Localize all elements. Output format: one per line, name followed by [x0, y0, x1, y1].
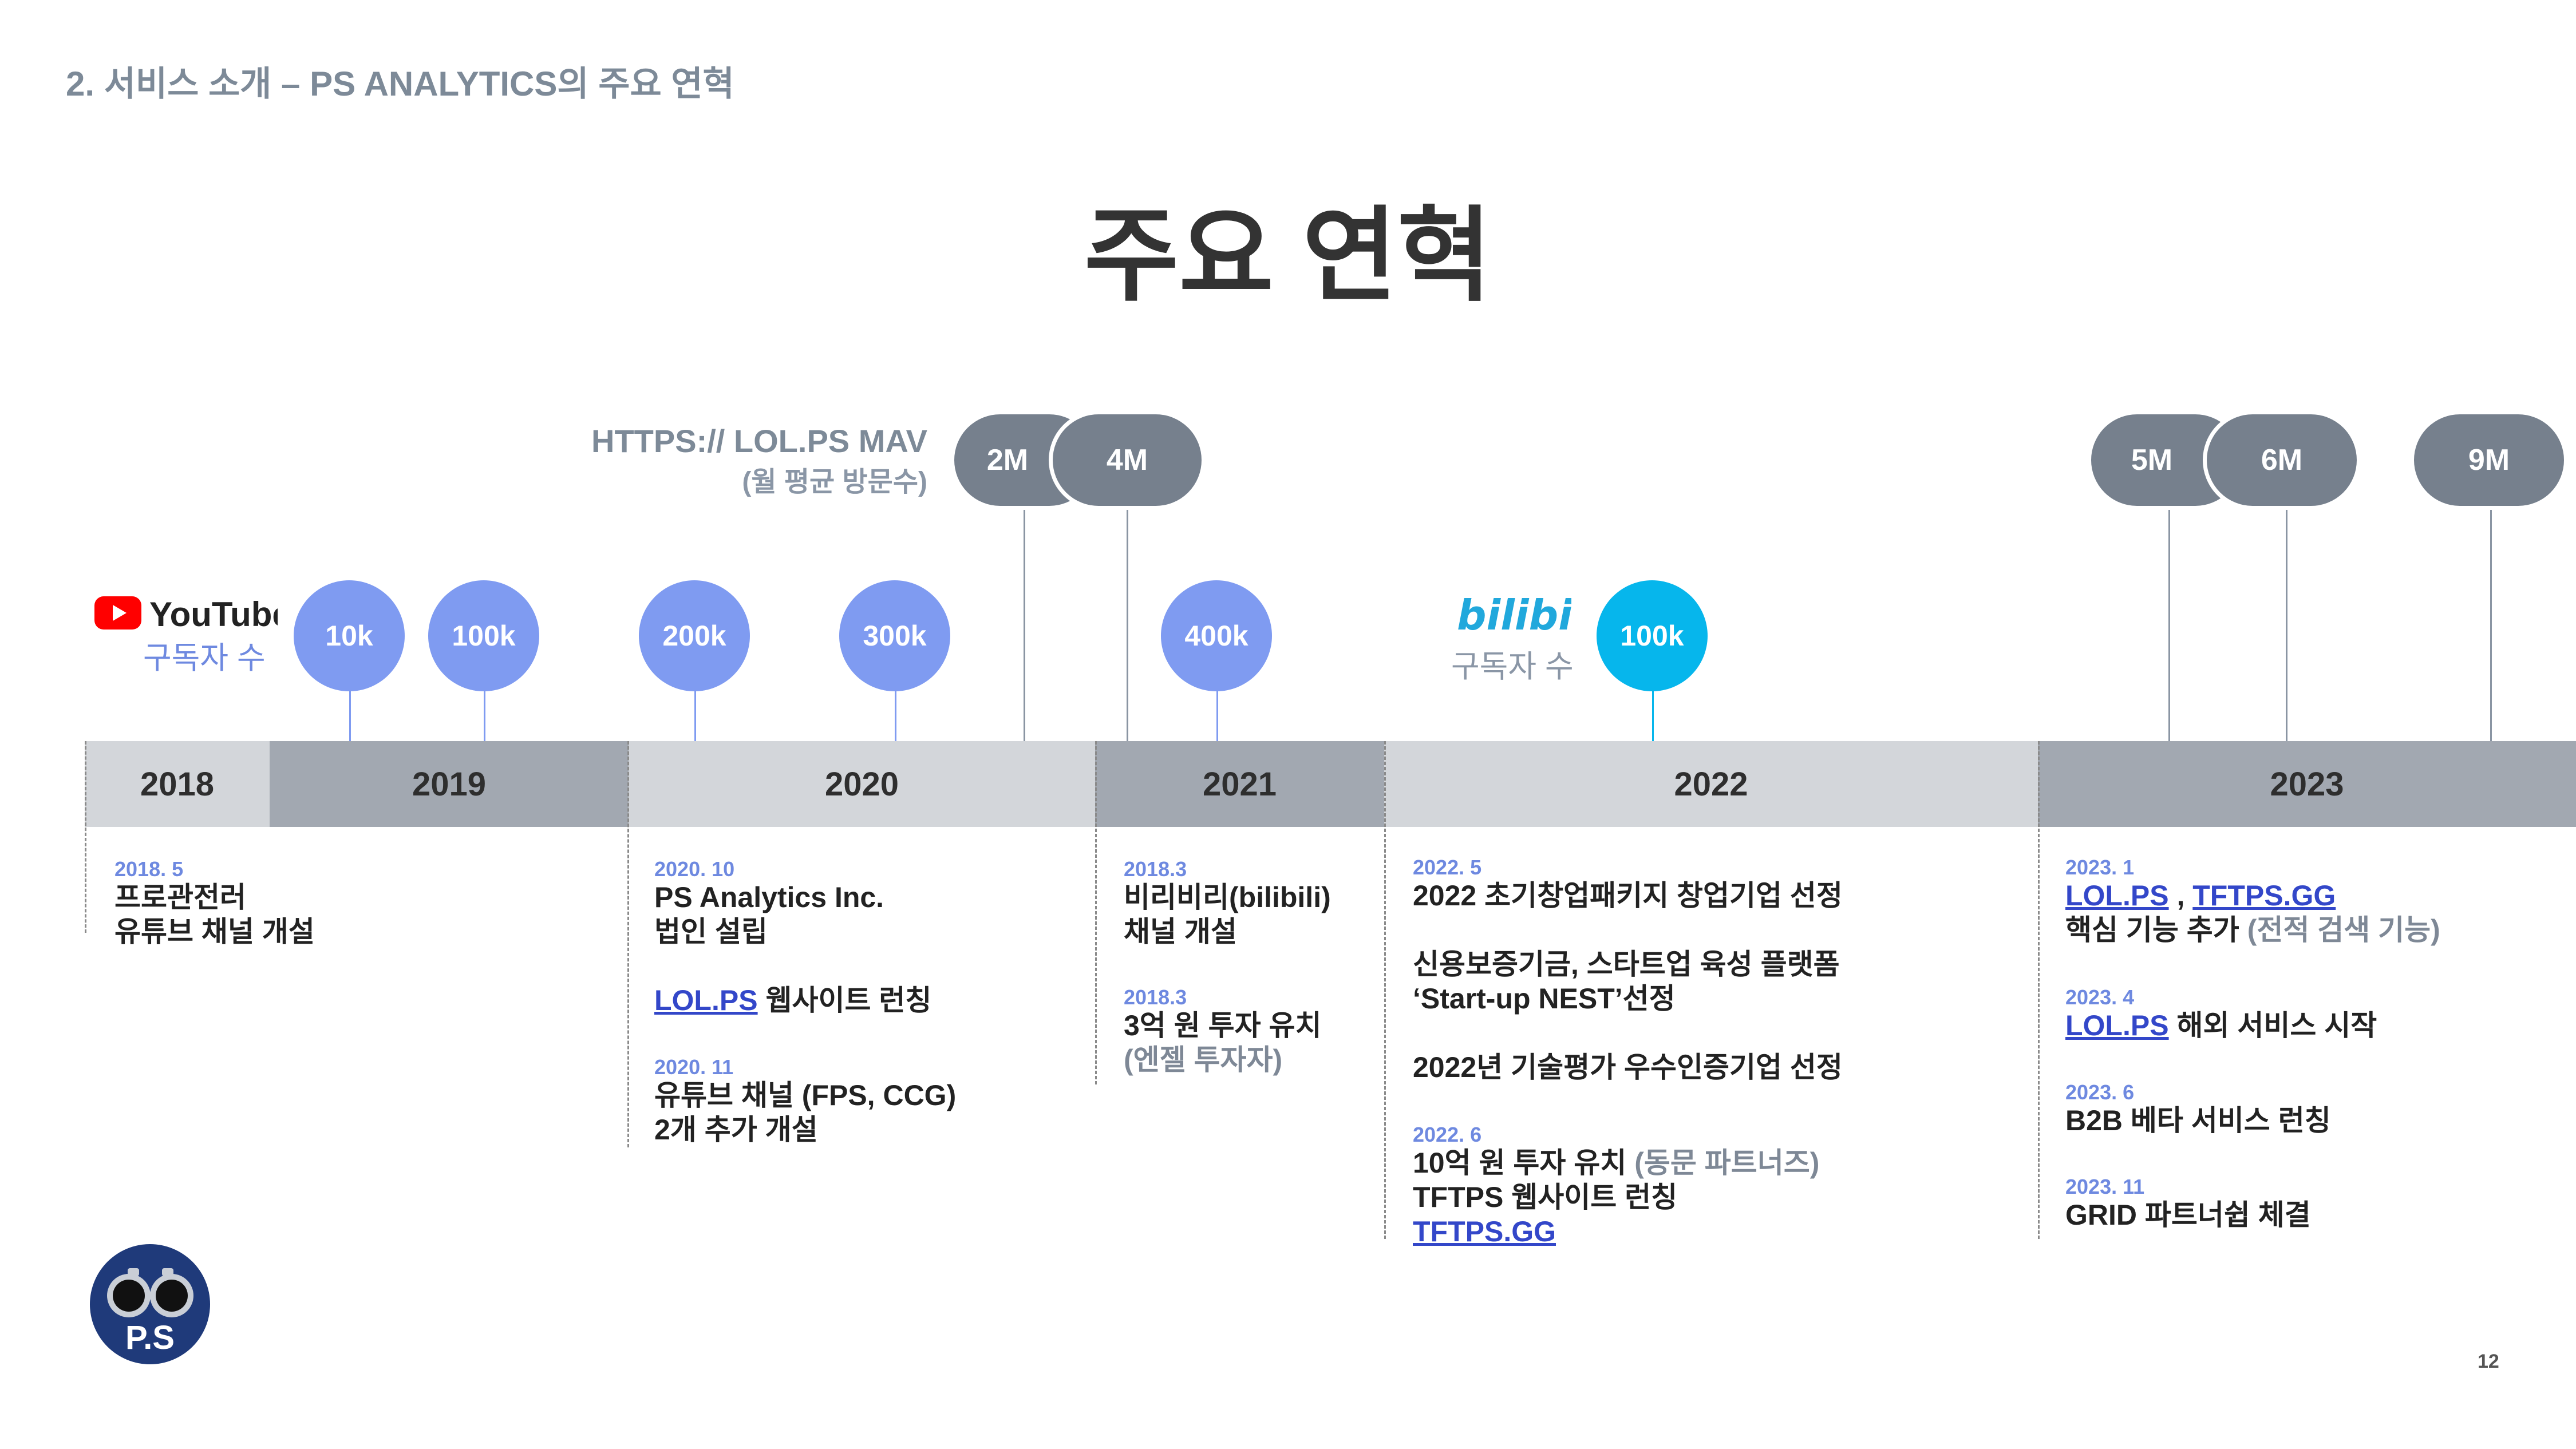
marker-stem	[349, 664, 351, 741]
year-2023: 2023	[2038, 741, 2576, 827]
mav-title: HTTPS:// LOL.PS MAV	[591, 423, 927, 459]
event-text: GRID 파트너쉽 체결	[2065, 1199, 2311, 1231]
marker-stem	[2490, 509, 2492, 741]
subscriber-marker-100k: 100k	[428, 580, 539, 691]
marker-stem	[1216, 664, 1218, 741]
subscriber-marker-400k: 400k	[1161, 580, 1272, 691]
year-divider	[1384, 741, 1386, 1239]
event-date: 2018.3	[1124, 985, 1187, 1009]
mav-marker-9m: 9M	[2410, 410, 2568, 510]
event-date: 2023. 11	[2065, 1175, 2145, 1198]
bilibili-logo: bilibili	[1457, 591, 1571, 639]
subscriber-marker-10k: 10k	[294, 580, 405, 691]
marker-stem	[1652, 664, 1654, 741]
event-date: 2022. 6	[1413, 1123, 1482, 1146]
marker-stem	[895, 664, 896, 741]
tftps-link[interactable]: TFTPS.GG	[2192, 880, 2336, 912]
event-text: 2022 초기창업패키지 창업기업 선정 신용보증기금, 스타트업 육성 플랫폼…	[1413, 880, 1843, 1083]
event-date: 2022. 5	[1413, 856, 1482, 879]
event-text: 3억 원 투자 유치 (엔젤 투자자)	[1124, 1009, 1322, 1076]
marker-stem	[1024, 509, 1025, 741]
marker-stem	[484, 664, 485, 741]
event-text: LOL.PS 해외 서비스 시작	[2065, 1009, 2377, 1042]
event-text: B2B 베타 서비스 런칭	[2065, 1104, 2331, 1137]
event-text: 프로관전러 유튜브 채널 개설	[114, 881, 315, 948]
year-2019: 2019	[270, 741, 629, 827]
event-date: 2018. 5	[114, 857, 184, 881]
lolps-link[interactable]: LOL.PS	[2065, 880, 2169, 912]
section-title: 2. 서비스 소개 – PS ANALYTICS의 주요 연혁	[66, 65, 734, 103]
bilibili-subscriber-label: 구독자 수	[1451, 650, 1574, 684]
marker-stem	[1127, 509, 1128, 741]
event-text: 유튜브 채널 (FPS, CCG) 2개 추가 개설	[654, 1079, 957, 1146]
lolps-link[interactable]: LOL.PS	[654, 984, 758, 1016]
event-date: 2023. 1	[2065, 856, 2135, 879]
tftps-link[interactable]: TFTPS.GG	[1413, 1216, 1556, 1248]
event-date: 2020. 11	[654, 1055, 734, 1079]
mav-marker-2m: 2M	[950, 410, 1099, 510]
mav-marker-4m: 4M	[1049, 410, 1206, 510]
marker-stem	[2286, 509, 2287, 741]
youtube-logo-text: YouTube	[149, 595, 278, 634]
year-2021: 2021	[1095, 741, 1384, 827]
bilibili-logo-text: bilibili	[1457, 591, 1571, 639]
bilibili-marker-100k: 100k	[1597, 580, 1708, 691]
ps-logo: P.S	[90, 1244, 210, 1364]
year-2020: 2020	[629, 741, 1095, 827]
year-divider	[627, 741, 629, 1147]
subscriber-marker-200k: 200k	[639, 580, 750, 691]
youtube-subscriber-label: 구독자 수	[143, 641, 266, 675]
event-text: 10억 원 투자 유치 (동문 파트너즈) TFTPS 웹사이트 런칭 TFTP…	[1413, 1147, 1820, 1248]
svg-text:P.S: P.S	[125, 1319, 175, 1356]
mav-subtitle: (월 평균 방문수)	[742, 467, 927, 497]
event-text: LOL.PS , TFTPS.GG 핵심 기능 추가 (전적 검색 기능)	[2065, 880, 2440, 946]
event-date: 2023. 6	[2065, 1080, 2135, 1104]
page-title: 주요 연혁	[1084, 199, 1492, 314]
youtube-logo: YouTube	[94, 595, 278, 634]
subscriber-marker-300k: 300k	[839, 580, 950, 691]
year-divider	[1095, 741, 1097, 1084]
event-date: 2023. 4	[2065, 985, 2135, 1009]
year-divider	[2038, 741, 2040, 1239]
event-date: 2020. 10	[654, 857, 735, 881]
year-2018: 2018	[85, 741, 270, 827]
page-number: 12	[2478, 1351, 2499, 1372]
marker-stem	[694, 664, 696, 741]
event-date: 2018.3	[1124, 857, 1187, 881]
mav-marker-6m: 6M	[2203, 410, 2361, 510]
event-text: PS Analytics Inc. 법인 설립 LOL.PS 웹사이트 런칭	[654, 881, 932, 1016]
year-divider	[85, 741, 86, 933]
year-2022: 2022	[1384, 741, 2038, 827]
marker-stem	[2168, 509, 2170, 741]
lolps-link[interactable]: LOL.PS	[2065, 1009, 2169, 1042]
event-text: 비리비리(bilibili) 채널 개설	[1124, 881, 1331, 948]
